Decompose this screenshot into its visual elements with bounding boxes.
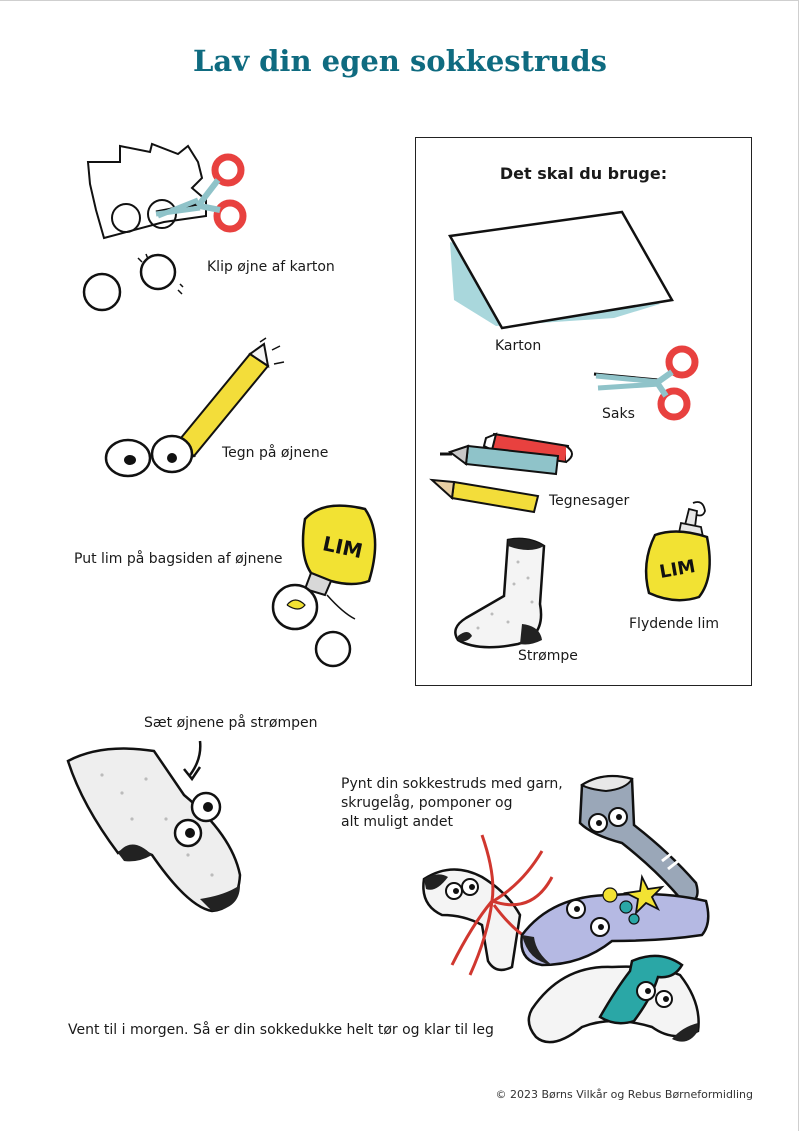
step-draw-text: Tegn på øjnene bbox=[222, 445, 329, 461]
glue-bottle-illustration: LIM bbox=[644, 501, 711, 602]
step-decorate-line-3: alt muligt andet bbox=[341, 814, 453, 830]
material-karton: Karton bbox=[495, 338, 542, 354]
sock-illustration bbox=[454, 537, 546, 649]
page-title: Lav din egen sokkestruds bbox=[193, 44, 607, 78]
step-wait-text: Vent til i morgen. Så er din sokkedukke … bbox=[68, 1022, 494, 1038]
draw-eyes-illustration bbox=[104, 337, 285, 478]
scissors-icon bbox=[593, 345, 699, 421]
step-glue-text: Put lim på bagsiden af øjnene bbox=[74, 551, 283, 567]
step-attach-text: Sæt øjnene på strømpen bbox=[144, 715, 318, 731]
drawing-supplies-illustration bbox=[429, 432, 573, 514]
cardboard-illustration bbox=[448, 210, 674, 330]
footer-copyright: © 2023 Børns Vilkår og Rebus Børneformid… bbox=[495, 1088, 753, 1101]
decorated-socks-illustration bbox=[422, 774, 710, 1044]
material-saks: Saks bbox=[602, 406, 635, 422]
step-cut-text: Klip øjne af karton bbox=[207, 259, 335, 275]
step-decorate-line-2: skrugelåg, pomponer og bbox=[341, 795, 513, 811]
glue-eyes-illustration: LIM bbox=[271, 504, 377, 668]
material-strompe: Strømpe bbox=[518, 648, 578, 664]
sock-with-eyes-illustration bbox=[66, 740, 242, 913]
material-tegnesager: Tegnesager bbox=[549, 493, 630, 509]
materials-heading: Det skal du bruge: bbox=[499, 164, 668, 183]
material-flydende-lim: Flydende lim bbox=[629, 616, 719, 632]
step-decorate-line-1: Pynt din sokkestruds med garn, bbox=[341, 776, 563, 792]
materials-box: Det skal du bruge: bbox=[415, 137, 752, 686]
cut-eyes-illustration bbox=[82, 142, 247, 312]
